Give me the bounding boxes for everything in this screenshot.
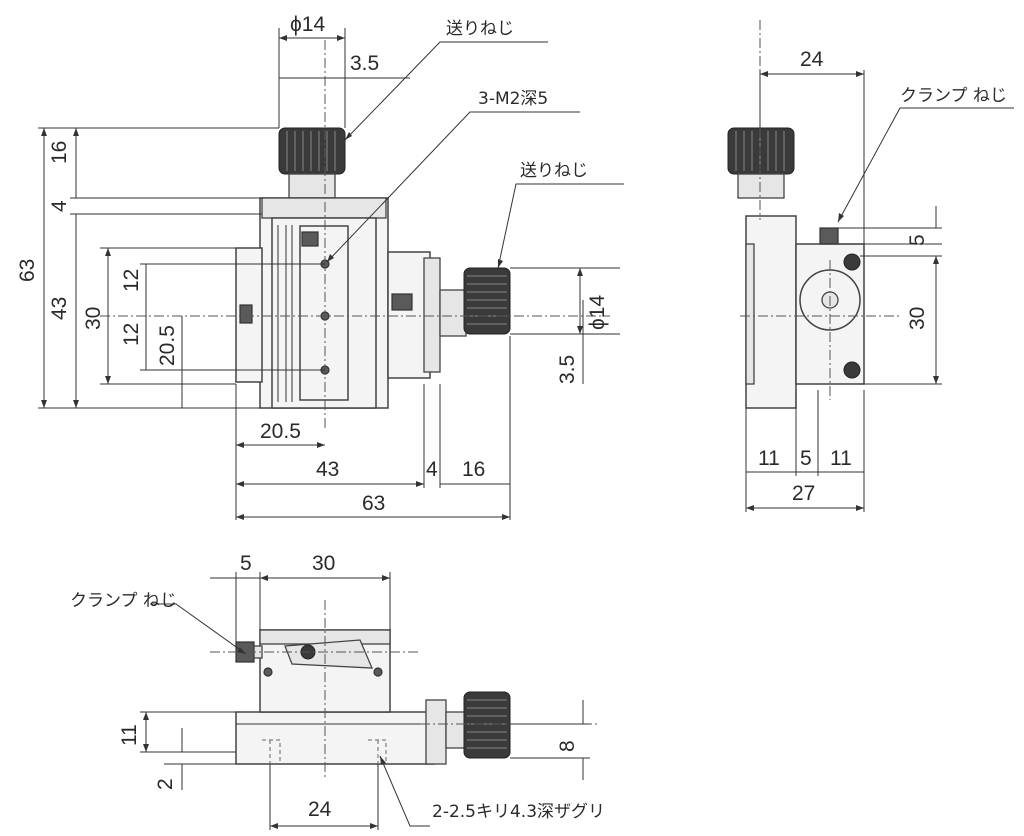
- dim-bottom-clamp-offset: 5: [240, 552, 252, 575]
- label-clamp-screw-bottom: クランプ ねじ: [70, 591, 177, 611]
- dim-bottom-height-base: 11: [118, 724, 141, 746]
- dim-width-knob: 16: [462, 458, 485, 481]
- dim-hole-pitch-upper: 12: [120, 269, 143, 292]
- left-clamp: [239, 304, 253, 324]
- dim-knob-offset-top: 3.5: [350, 52, 379, 75]
- dim-bottom-hole-pitch: 24: [308, 798, 332, 821]
- side-bolt: [843, 361, 861, 379]
- dim-side-w-a: 11: [758, 447, 780, 470]
- front-dimensions: [38, 28, 624, 520]
- dim-phi-knob-top: ϕ14: [290, 13, 325, 36]
- right-block: [387, 251, 431, 379]
- side-clamp: [819, 227, 839, 245]
- dim-width-center: 20.5: [260, 420, 301, 443]
- dim-bottom-depth: 2: [154, 778, 177, 790]
- dim-bottom-knob-height: 8: [556, 740, 579, 752]
- side-view: [727, 20, 900, 409]
- front-view: [100, 40, 610, 430]
- label-mount-holes: 2-2.5キリ4.3深ザグリ: [432, 802, 605, 822]
- bottom-view: [210, 600, 600, 780]
- dim-height-knob: 16: [48, 141, 71, 164]
- bottom-dimensions: [140, 572, 590, 830]
- side-dimensions: [745, 70, 1014, 512]
- dim-side-width-total: 27: [792, 482, 815, 505]
- side-bolt: [843, 253, 861, 271]
- dim-hole-pitch-lower: 12: [120, 323, 143, 346]
- dim-side-width-top: 24: [800, 48, 824, 71]
- dim-height-stage: 30: [82, 307, 105, 330]
- dim-side-height-stage: 30: [906, 307, 929, 330]
- dim-width-total: 63: [362, 492, 385, 515]
- dim-side-w-c: 11: [830, 447, 852, 470]
- dim-height-body: 43: [48, 297, 71, 320]
- dim-height-gap: 4: [48, 200, 71, 212]
- body-top-cap: [261, 197, 387, 219]
- bottom-base: [235, 711, 435, 765]
- dim-knob-offset-right: 3.5: [556, 355, 579, 384]
- label-clamp-screw-side: クランプ ねじ: [900, 86, 1007, 106]
- dim-width-gap: 4: [426, 458, 438, 481]
- dim-height-total: 63: [16, 259, 39, 282]
- right-screw-collar: [439, 289, 467, 337]
- dim-side-clamp-offset: 5: [906, 234, 929, 246]
- dim-side-w-b: 5: [800, 447, 812, 470]
- label-feed-screw-top: 送りねじ: [446, 19, 514, 39]
- top-screw-collar: [288, 173, 336, 199]
- dim-bottom-width-stage: 30: [312, 552, 335, 575]
- dim-width-body: 43: [316, 458, 339, 481]
- label-tapped-holes: 3-M2深5: [478, 89, 548, 109]
- annotations: 送りねじ 3-M2深5 送りねじ クランプ ねじ クランプ ねじ 2-2.5キリ…: [16, 13, 1007, 822]
- arrowheads: [41, 35, 939, 829]
- dim-phi-knob-right: ϕ14: [586, 295, 609, 330]
- dim-center-height: 20.5: [156, 325, 179, 366]
- label-feed-screw-right: 送りねじ: [520, 161, 588, 181]
